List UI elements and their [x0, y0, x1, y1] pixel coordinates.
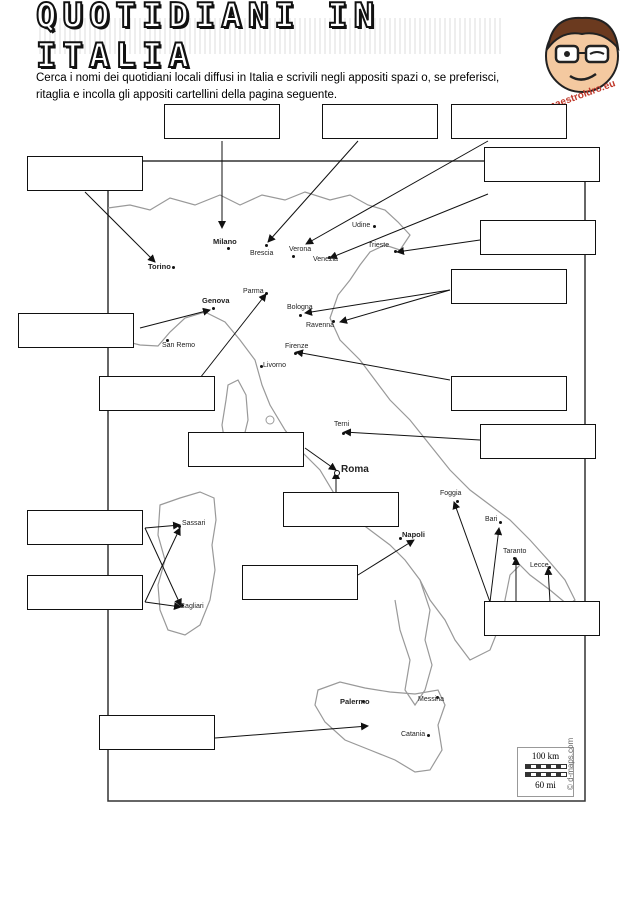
- answer-box-firenze[interactable]: [451, 376, 567, 411]
- city-verona: Verona: [289, 246, 312, 253]
- answer-input-sicilia[interactable]: [100, 716, 214, 749]
- answer-input-parma[interactable]: [100, 377, 214, 410]
- instructions-text: Cerca i nomi dei quotidiani locali diffu…: [36, 72, 500, 101]
- answer-input-milano[interactable]: [165, 105, 279, 138]
- answer-input-puglia[interactable]: [485, 602, 599, 635]
- city-parma: Parma: [243, 288, 264, 295]
- calabria-outline: [394, 579, 433, 707]
- city-ravenna: Ravenna: [306, 322, 335, 329]
- scale-mi: 60 mi: [535, 780, 556, 790]
- answer-box-roma-left[interactable]: [188, 432, 304, 467]
- answer-box-roma[interactable]: [283, 492, 399, 527]
- city-cagliari: Cagliari: [180, 603, 204, 610]
- answer-input-terni[interactable]: [481, 425, 595, 458]
- answer-box-torino[interactable]: [27, 156, 143, 191]
- city-sassari: Sassari: [182, 520, 206, 527]
- scale-bar: 100 km 60 mi: [517, 747, 574, 797]
- city-trieste: Trieste: [368, 242, 390, 249]
- sicily-outline: [314, 681, 446, 773]
- city-messina: Messina: [418, 696, 445, 703]
- answer-input-roma-left[interactable]: [189, 433, 303, 466]
- answer-box-napoli[interactable]: [242, 565, 358, 600]
- city-genova: Genova: [202, 296, 230, 305]
- city-firenze: Firenze: [285, 343, 309, 350]
- city-foggia: Foggia: [440, 490, 462, 497]
- map-credit: © d-maps.com: [566, 737, 575, 790]
- answer-input-emilia[interactable]: [452, 270, 566, 303]
- answer-input-verona[interactable]: [452, 105, 566, 138]
- answer-input-genova[interactable]: [19, 314, 133, 347]
- logo-icon: maestroIdro.eu: [545, 16, 620, 108]
- arrows: [84, 140, 553, 739]
- answer-box-verona[interactable]: [451, 104, 567, 139]
- answer-box-emilia[interactable]: [451, 269, 567, 304]
- answer-box-cagliari[interactable]: [27, 575, 143, 610]
- city-taranto: Taranto: [503, 548, 527, 555]
- answer-input-napoli[interactable]: [243, 566, 357, 599]
- city-napoli: Napoli: [402, 530, 425, 539]
- sardinia-outline: [157, 491, 217, 636]
- answer-input-sassari[interactable]: [28, 511, 142, 544]
- city-roma: Roma: [341, 464, 369, 475]
- answer-box-genova[interactable]: [18, 313, 134, 348]
- city-milano: Milano: [213, 237, 237, 246]
- map-frame: [107, 160, 586, 802]
- answer-input-venezia[interactable]: [485, 148, 599, 181]
- answer-box-venezia[interactable]: [484, 147, 600, 182]
- answer-input-torino[interactable]: [28, 157, 142, 190]
- answer-input-trieste[interactable]: [481, 221, 595, 254]
- answer-box-parma[interactable]: [99, 376, 215, 411]
- city-catania: Catania: [401, 731, 426, 738]
- answer-box-puglia[interactable]: [484, 601, 600, 636]
- answer-input-cagliari[interactable]: [28, 576, 142, 609]
- answer-box-sicilia[interactable]: [99, 715, 215, 750]
- answer-box-trieste[interactable]: [480, 220, 596, 255]
- city-san-remo: San Remo: [162, 342, 196, 349]
- city-livorno: Livorno: [263, 362, 286, 369]
- answer-input-roma[interactable]: [284, 493, 398, 526]
- scale-km: 100 km: [531, 751, 560, 761]
- answer-box-brescia[interactable]: [322, 104, 438, 139]
- city-udine: Udine: [352, 222, 371, 229]
- city-brescia: Brescia: [250, 250, 274, 257]
- city-bari: Bari: [485, 516, 498, 523]
- answer-input-brescia[interactable]: [323, 105, 437, 138]
- city-venezia: Venezia: [313, 256, 338, 263]
- answer-box-terni[interactable]: [480, 424, 596, 459]
- city-palermo: Palermo: [340, 697, 370, 706]
- city-bologna: Bologna: [287, 304, 313, 311]
- answer-input-firenze[interactable]: [452, 377, 566, 410]
- answer-box-milano[interactable]: [164, 104, 280, 139]
- city-terni: Terni: [334, 421, 350, 428]
- answer-box-sassari[interactable]: [27, 510, 143, 545]
- city-torino: Torino: [148, 262, 171, 271]
- italy-outline: [107, 191, 576, 661]
- city-lecce: Lecce: [530, 562, 549, 569]
